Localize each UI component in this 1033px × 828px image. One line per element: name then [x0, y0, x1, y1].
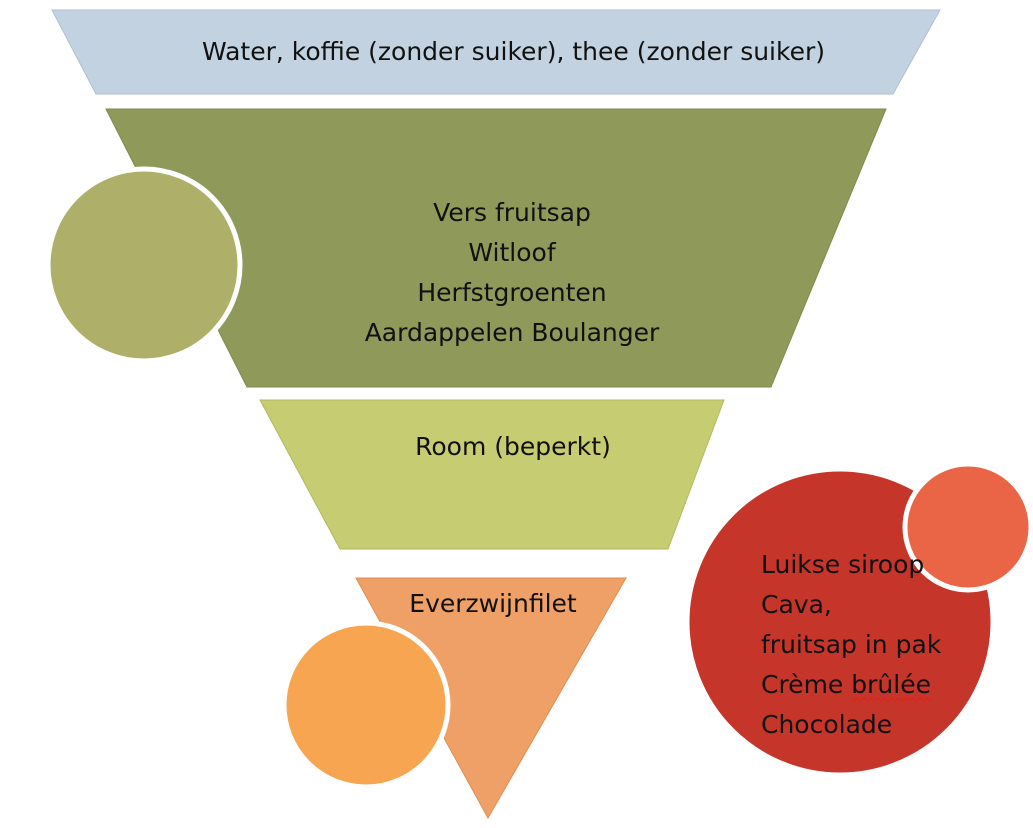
tier-top-shape: [51, 9, 941, 95]
extras-line-5: Chocolade: [761, 710, 893, 739]
olive-circle: [45, 166, 243, 364]
extras-circle-label: Luikse siroop Cava, fruitsap in pak Crèm…: [761, 545, 1001, 745]
extras-line-1: Luikse siroop: [761, 550, 925, 579]
tier-third-line-1: Room (beperkt): [415, 432, 611, 461]
tier-bottom-label: Everzwijnfilet: [368, 584, 618, 624]
orange-circle: [281, 620, 451, 790]
tier-second-line-2: Witloof: [468, 238, 556, 267]
tier-second-line-1: Vers fruitsap: [433, 198, 591, 227]
tier-third-label: Room (beperkt): [363, 427, 663, 467]
extras-line-4-word-1: Crème: [761, 670, 844, 699]
tier-top-label: Water, koffie (zonder suiker), thee (zon…: [96, 32, 931, 72]
tier-second-line-3: Herfstgroenten: [417, 278, 607, 307]
tier-second-label: Vers fruitsap Witloof Herfstgroenten Aar…: [312, 193, 712, 353]
tier-top-line-1: Water, koffie (zonder suiker), thee (zon…: [201, 37, 826, 66]
tier-second-line-4: Aardappelen Boulanger: [364, 318, 660, 347]
small-red-circle: [902, 461, 1033, 593]
extras-line-2: Cava,: [761, 590, 832, 619]
extras-line-4: Crème brûlée: [761, 665, 1001, 705]
extras-line-3: fruitsap in pak: [761, 630, 942, 659]
tier-third-shape: [259, 399, 725, 550]
extras-line-4-word-2: brûlée: [851, 670, 931, 699]
tier-bottom-line-1: Everzwijnfilet: [409, 589, 577, 618]
